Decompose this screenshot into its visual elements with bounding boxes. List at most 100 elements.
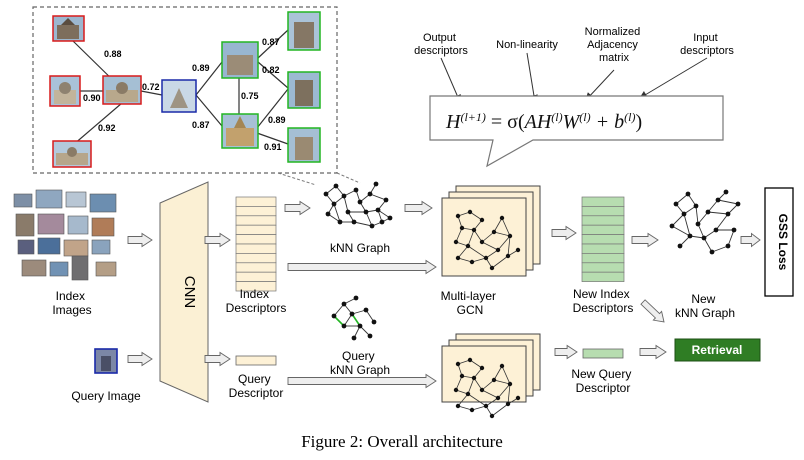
graph-edge bbox=[671, 225, 691, 237]
graph-node bbox=[333, 183, 339, 189]
graph-node bbox=[725, 243, 731, 249]
gcn-stack-top bbox=[441, 185, 541, 277]
graph-edge bbox=[377, 209, 391, 219]
new-descriptor-row bbox=[581, 196, 625, 207]
graph-node bbox=[455, 255, 461, 261]
graph-node bbox=[499, 363, 505, 369]
graph-edge bbox=[333, 303, 345, 317]
graph-node bbox=[349, 311, 355, 317]
graph-edge bbox=[327, 213, 341, 223]
edge-weight: 0.88 bbox=[104, 49, 122, 59]
flow-arrow bbox=[551, 225, 577, 241]
graph-node bbox=[363, 307, 369, 313]
thumb-red-2 bbox=[49, 75, 81, 107]
query-descriptor-label: Query Descriptor bbox=[229, 372, 284, 400]
index-descriptors-label: Index Descriptors bbox=[226, 287, 287, 315]
graph-node bbox=[505, 401, 511, 407]
edge-weight: 0.72 bbox=[142, 82, 160, 92]
graph-node bbox=[495, 395, 501, 401]
graph-node bbox=[479, 387, 485, 393]
graph-node bbox=[491, 229, 497, 235]
thumb-blue-query bbox=[161, 79, 197, 113]
graph-edge bbox=[365, 309, 375, 323]
edge-weight: 0.92 bbox=[98, 123, 116, 133]
graph-node bbox=[515, 395, 521, 401]
flow-arrow bbox=[631, 232, 659, 248]
graph-edge bbox=[711, 245, 729, 253]
new-descriptor-row bbox=[581, 224, 625, 235]
graph-edge bbox=[469, 211, 483, 221]
graph-edge bbox=[683, 213, 691, 237]
query-knn-graph-label: Query kNN Graph bbox=[330, 349, 390, 377]
graph-node bbox=[479, 365, 485, 371]
descriptor-row bbox=[235, 206, 277, 217]
graph-edge bbox=[485, 397, 499, 407]
flow-arrow bbox=[640, 299, 665, 323]
graph-node bbox=[731, 227, 737, 233]
inset-image-graph: 0.88 0.90 0.72 0.92 0.89 0.87 0.75 0.82 … bbox=[32, 6, 338, 174]
thumb-red-3 bbox=[102, 75, 142, 105]
graph-node bbox=[375, 207, 381, 213]
graph-edge bbox=[485, 249, 499, 259]
flow-arrow bbox=[287, 373, 437, 389]
graph-edge bbox=[703, 237, 713, 253]
graph-node bbox=[507, 381, 513, 387]
graph-node bbox=[693, 203, 699, 209]
flow-arrow bbox=[284, 200, 311, 216]
graph-node bbox=[341, 323, 347, 329]
graph-edge bbox=[467, 393, 487, 407]
graph-edge bbox=[501, 365, 511, 385]
graph-node bbox=[465, 243, 471, 249]
graph-node bbox=[483, 255, 489, 261]
graph-edge bbox=[467, 377, 475, 395]
graph-node bbox=[677, 243, 683, 249]
graph-edge bbox=[493, 231, 511, 237]
callout-line bbox=[336, 172, 361, 184]
graph-edge bbox=[467, 229, 475, 247]
graph-edge bbox=[671, 213, 685, 227]
graph-edge bbox=[727, 229, 735, 247]
formula-bubble bbox=[429, 95, 724, 168]
graph-edge bbox=[343, 195, 349, 213]
graph-edge bbox=[471, 257, 487, 263]
graph-edge bbox=[481, 241, 499, 251]
graph-node bbox=[455, 403, 461, 409]
new-query-descriptor-label: New Query Descriptor bbox=[571, 367, 634, 395]
new-descriptor-row bbox=[581, 262, 625, 273]
retrieval-label: Retrieval bbox=[692, 343, 743, 357]
graph-edge bbox=[473, 229, 483, 243]
new-knn-graph bbox=[669, 189, 741, 255]
new-descriptor-row bbox=[581, 234, 625, 245]
graph-node bbox=[713, 227, 719, 233]
graph-node bbox=[453, 239, 459, 245]
knn-graph-label: kNN Graph bbox=[330, 241, 390, 255]
graph-node bbox=[341, 193, 347, 199]
graph-edge bbox=[507, 383, 511, 405]
new-index-descriptors-stack bbox=[581, 196, 625, 282]
descriptor-row bbox=[235, 243, 277, 254]
graph-edge bbox=[707, 211, 729, 215]
graph-node bbox=[469, 259, 475, 265]
formula-text: H(l+1) = σ(AH(l)W(l) + b(l)) bbox=[445, 110, 642, 133]
query-image-label: Query Image bbox=[71, 389, 141, 403]
query-image-thumb bbox=[94, 348, 118, 374]
graph-edge bbox=[715, 213, 729, 231]
graph-node bbox=[467, 209, 473, 215]
graph-node bbox=[353, 187, 359, 193]
graph-node bbox=[505, 253, 511, 259]
flow-arrow bbox=[639, 344, 667, 360]
graph-node bbox=[687, 233, 693, 239]
pointer-arrow bbox=[639, 57, 708, 99]
gcn-layer-sheet bbox=[441, 197, 527, 277]
pointer-arrow bbox=[526, 52, 538, 103]
edge-weight: 0.75 bbox=[241, 91, 259, 101]
graph-edge bbox=[457, 245, 469, 259]
graph-node bbox=[483, 403, 489, 409]
graph-node bbox=[479, 217, 485, 223]
retrieval-box bbox=[674, 338, 761, 362]
flow-arrow bbox=[404, 200, 433, 216]
graph-edge bbox=[491, 255, 509, 269]
graph-edge bbox=[501, 217, 511, 237]
graph-node bbox=[701, 235, 707, 241]
edge-weight: 0.82 bbox=[262, 65, 280, 75]
